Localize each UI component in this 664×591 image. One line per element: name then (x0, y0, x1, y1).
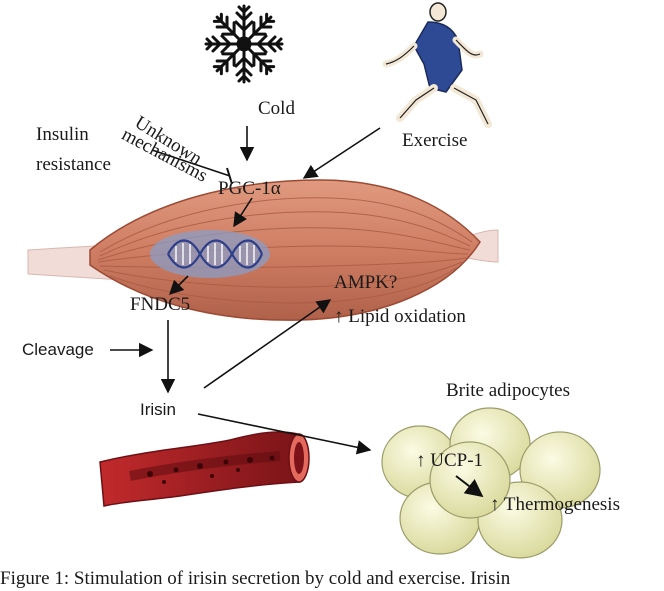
inhibit-insulin-to-pgc (151, 149, 231, 177)
arrow-nucleus-to-fndc5 (168, 275, 189, 296)
label-exercise: Exercise (402, 130, 468, 151)
label-cold: Cold (258, 98, 295, 119)
adipocyte-cluster (381, 407, 601, 559)
label-insulin-1: Insulin (36, 124, 89, 145)
label-brite-adipocytes: Brite adipocytes (446, 380, 570, 401)
arrow-irisin-to-adipocytes (197, 413, 372, 455)
label-thermogenesis: ↑ Thermogenesis (490, 494, 620, 515)
inhibit-bar (226, 167, 233, 185)
label-lipid-oxidation: ↑ Lipid oxidation (334, 306, 466, 327)
label-pgc: PGC-1α (218, 178, 281, 199)
label-cleavage: Cleavage (22, 340, 94, 359)
arrows (110, 126, 484, 498)
label-irisin: Irisin (140, 400, 176, 419)
nucleus (150, 230, 270, 278)
arrow-ucp-to-thermo (455, 475, 484, 498)
arrow-irisin-to-ampk (203, 299, 332, 389)
label-fndc5: FNDC5 (130, 294, 191, 315)
label-ucp1: ↑ UCP-1 (416, 450, 484, 471)
arrow-exercise-to-pgc (302, 127, 381, 179)
arrow-pgc-to-nucleus (233, 197, 253, 228)
label-ampk: AMPK? (334, 272, 398, 293)
label-insulin-2: resistance (36, 154, 111, 175)
dna-rungs (175, 243, 255, 265)
snowflake-icon (204, 4, 284, 84)
runner-icon (382, 2, 492, 128)
dna-icon (167, 239, 264, 269)
figure-caption: Figure 1: Stimulation of irisin secretio… (0, 568, 511, 589)
blood-vessel-icon (99, 431, 310, 507)
